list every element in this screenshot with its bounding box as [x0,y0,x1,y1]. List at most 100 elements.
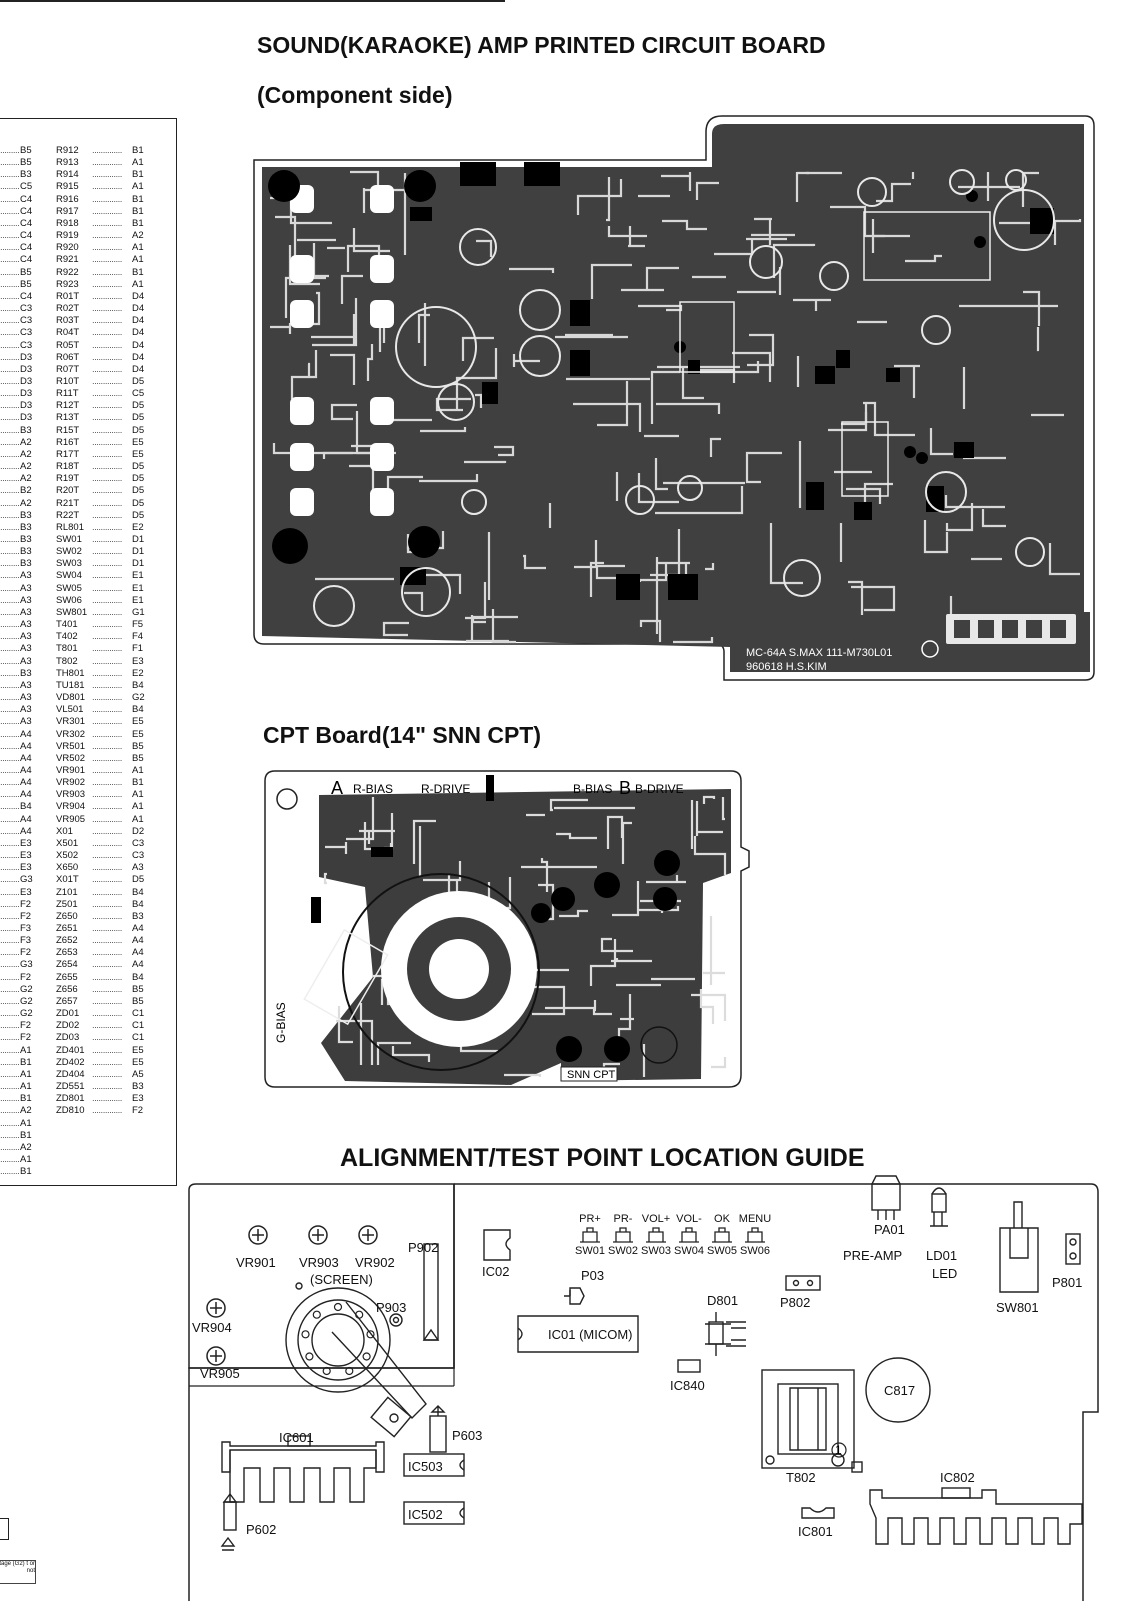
leader-dots: .......... [0,181,20,193]
parts-right-row: R02T..............D4 [56,303,152,315]
parts-location: A4 [20,813,32,825]
top-rule [0,0,505,2]
leader-dots: .............. [92,874,122,886]
switch-function-label: VOL- [676,1213,702,1225]
parts-left-row: ..........B3 [0,169,40,181]
parts-left-row: ..........A2 [0,473,40,485]
cpt-pcb: A R-BIAS R-DRIVE B-BIAS B B-DRIVE G-BIAS… [264,770,750,1088]
parts-location: A1 [132,813,144,825]
parts-left-row: ..........C3 [0,315,40,327]
leader-dots: .............. [92,619,122,631]
parts-right-row: VR302..............E5 [56,729,152,741]
parts-location: E5 [132,448,144,460]
parts-reference: ZD801 [56,1093,85,1105]
c817-label: C817 [884,1383,915,1398]
sound-board-title: SOUND(KARAOKE) AMP PRINTED CIRCUIT BOARD [257,32,826,58]
parts-left-row: ..........D3 [0,412,40,424]
parts-location: C3 [20,315,33,327]
leader-dots: .......... [0,157,20,169]
leader-dots: .......... [0,424,20,436]
vr904-label: VR904 [192,1320,232,1335]
parts-left-row: ..........G2 [0,984,40,996]
parts-right-row: X502..............C3 [56,850,152,862]
leader-dots: .............. [92,606,122,618]
parts-location: A5 [132,1068,144,1080]
leader-dots: .......... [0,740,20,752]
parts-reference: R02T [56,303,80,315]
cpt-label-r-drive: R-DRIVE [421,782,470,796]
parts-reference: SW06 [56,594,82,606]
leader-dots: .............. [92,789,122,801]
parts-location: D4 [132,339,145,351]
p902-label: P902 [408,1240,438,1255]
parts-left-row: ..........F2 [0,972,40,984]
parts-right-row: R916..............B1 [56,194,152,206]
parts-location: A1 [132,157,144,169]
parts-location: D1 [132,534,145,545]
parts-location: A3 [20,619,32,631]
tact-switch-4 [679,1227,699,1243]
ic601-label: IC601 [279,1430,314,1445]
parts-location: A1 [132,789,144,801]
parts-location: C4 [20,254,33,266]
alignment-guide-title: ALIGNMENT/TEST POINT LOCATION GUIDE [340,1144,865,1172]
parts-location: D4 [132,327,145,339]
parts-location: D4 [132,303,145,315]
leader-dots: .......... [0,1020,20,1032]
leader-dots: .......... [0,1081,20,1093]
parts-left-row: ..........E3 [0,862,40,874]
leader-dots: .......... [0,728,20,740]
parts-left-row: ..........A3 [0,631,40,643]
leader-dots: .......... [0,412,20,424]
parts-right-row: R18T..............D5 [56,461,152,473]
parts-location: B1 [132,169,144,181]
leader-dots: .............. [92,1105,122,1117]
leader-dots: .............. [92,546,122,558]
margin-note: tage (G2) t or not [0,1560,36,1584]
leader-dots: .............. [92,388,122,400]
parts-reference: Z650 [56,910,78,922]
parts-left-row: ..........A1 [0,1154,40,1166]
parts-left-row: ..........C4 [0,230,40,242]
leader-dots: .............. [92,181,122,193]
parts-right-row: R17T..............E5 [56,449,152,461]
parts-reference: R19T [56,473,80,485]
parts-reference: VR301 [56,716,86,728]
parts-location: C3 [20,339,33,351]
p801-label: P801 [1052,1275,1082,1290]
leader-dots: .............. [92,728,122,740]
leader-dots: .............. [92,193,122,205]
parts-reference: SW03 [56,558,82,570]
parts-location: C4 [20,290,33,302]
parts-reference: VR302 [56,728,86,740]
parts-location: D5 [132,473,145,485]
leader-dots: .............. [92,752,122,764]
parts-location: B1 [132,145,144,156]
parts-left-row: ..........C3 [0,327,40,339]
leader-dots: .......... [0,716,20,728]
parts-right-row: R12T..............D5 [56,400,152,412]
switch-function-label: PR+ [579,1213,601,1225]
parts-location: D5 [132,497,145,509]
leader-dots: .............. [92,1020,122,1032]
parts-location: A3 [20,643,32,655]
parts-location: D5 [132,412,145,424]
parts-location: C5 [132,388,145,400]
leader-dots: .......... [0,959,20,971]
parts-location: D3 [20,375,33,387]
parts-reference: ZD404 [56,1068,85,1080]
parts-left-row: ..........C5 [0,181,40,193]
parts-left-row: ..........B1 [0,1130,40,1142]
tact-switch-1 [580,1227,600,1243]
leader-dots: .......... [0,254,20,266]
parts-reference: ZD551 [56,1081,85,1093]
parts-location: G3 [20,959,33,971]
ic02-label: IC02 [482,1264,509,1279]
parts-left-row: ..........B5 [0,157,40,169]
parts-location: A1 [132,181,144,193]
parts-location: F2 [20,1020,32,1032]
leader-dots: .......... [0,145,20,156]
leader-dots: .............. [92,898,122,910]
parts-left-row: ..........B1 [0,1057,40,1069]
leader-dots: .......... [0,400,20,412]
